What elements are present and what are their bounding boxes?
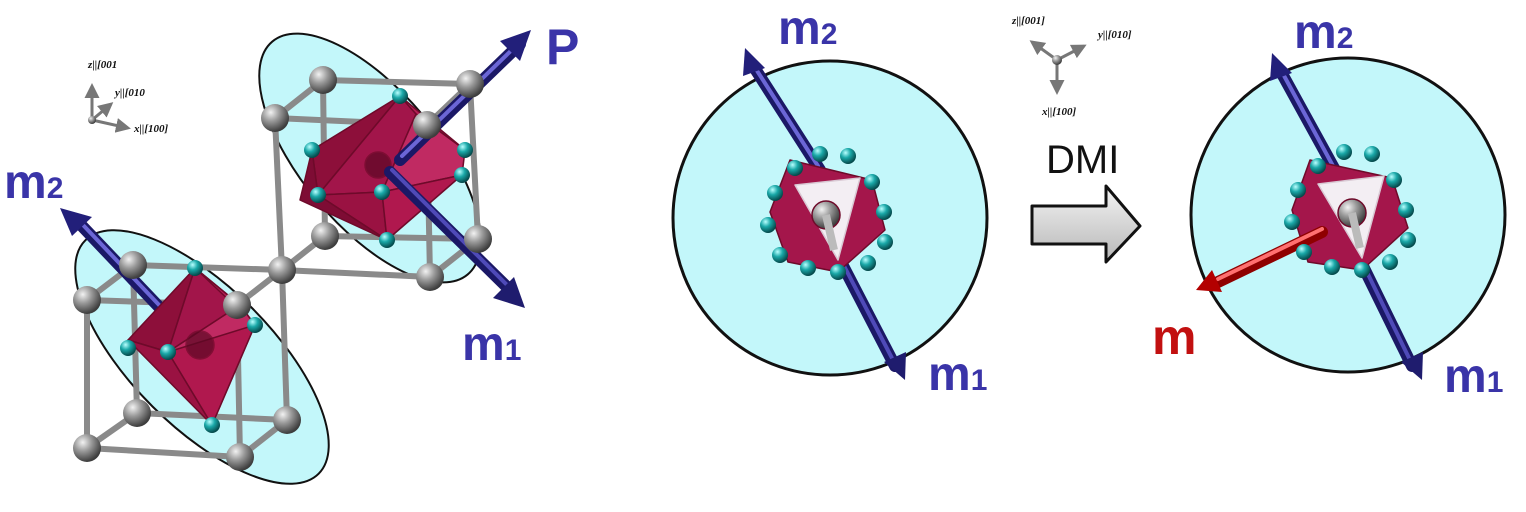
left-m1-label-sub: 1: [505, 334, 522, 367]
top-z-axis-label: z||[001]: [1011, 15, 1045, 27]
dmi-arrow: [1030, 184, 1142, 264]
right-m1-arrow: [1354, 254, 1423, 380]
transition: z||[001] y||[010] x||[100] DMI: [1011, 15, 1142, 264]
net-moment-label: m: [1152, 309, 1196, 365]
right-m2-label-sub: 2: [1337, 22, 1354, 55]
y-axis-label: y||[010: [113, 87, 145, 99]
polarization-label: P: [546, 19, 579, 75]
middle-m2-label: m2: [778, 2, 837, 55]
metal-atoms: [73, 66, 492, 471]
right-m1-label-sub: 1: [1487, 366, 1504, 399]
z-axis-label: z||[001: [87, 59, 117, 71]
right-m2-arrow: [1270, 53, 1341, 176]
net-moment-arrow: [1196, 226, 1328, 292]
right-m1-label-base: m: [1444, 350, 1487, 403]
middle-m1-arrow: [834, 254, 906, 380]
left-axis-triad: z||[001 y||[010 x||[100]: [84, 59, 169, 135]
lower-octahedron: [127, 267, 256, 426]
left-m1-label: m1: [462, 318, 521, 371]
left-m2-label-base: m: [4, 156, 47, 209]
left-m1-arrow: [384, 166, 525, 308]
dmi-label: DMI: [1046, 138, 1119, 182]
middle-m1-label: m1: [928, 348, 987, 401]
right-ligand-ring: [1284, 144, 1416, 278]
middle-m1-label-sub: 1: [971, 364, 988, 397]
middle-m2-arrow: [743, 48, 826, 176]
left-m2-label: m2: [4, 156, 63, 209]
top-y-axis-label: y||[010]: [1096, 29, 1132, 41]
middle-m2-label-sub: 2: [821, 18, 838, 51]
middle-m1-label-base: m: [928, 348, 971, 401]
top-axis-triad: z||[001] y||[010] x||[100]: [1011, 15, 1132, 118]
right-panel: m2 m1 m: [1152, 6, 1507, 403]
left-m2-label-sub: 2: [47, 172, 64, 205]
right-m2-label: m2: [1294, 6, 1353, 59]
middle-ligand-ring: [760, 146, 893, 280]
right-m2-label-base: m: [1294, 6, 1337, 59]
top-x-axis-label: x||[100]: [1041, 106, 1077, 118]
right-octahedron: [1291, 159, 1409, 271]
left-m1-label-base: m: [462, 318, 505, 371]
right-m1-label: m1: [1444, 350, 1503, 403]
middle-octahedron: [769, 159, 886, 273]
middle-m2-label-base: m: [778, 2, 821, 55]
x-axis-label: x||[100]: [133, 123, 169, 135]
middle-panel: m2 m1: [671, 2, 989, 401]
ligand-atoms: [120, 88, 473, 433]
left-panel: z||[001 y||[010 x||[100]: [4, 19, 579, 485]
